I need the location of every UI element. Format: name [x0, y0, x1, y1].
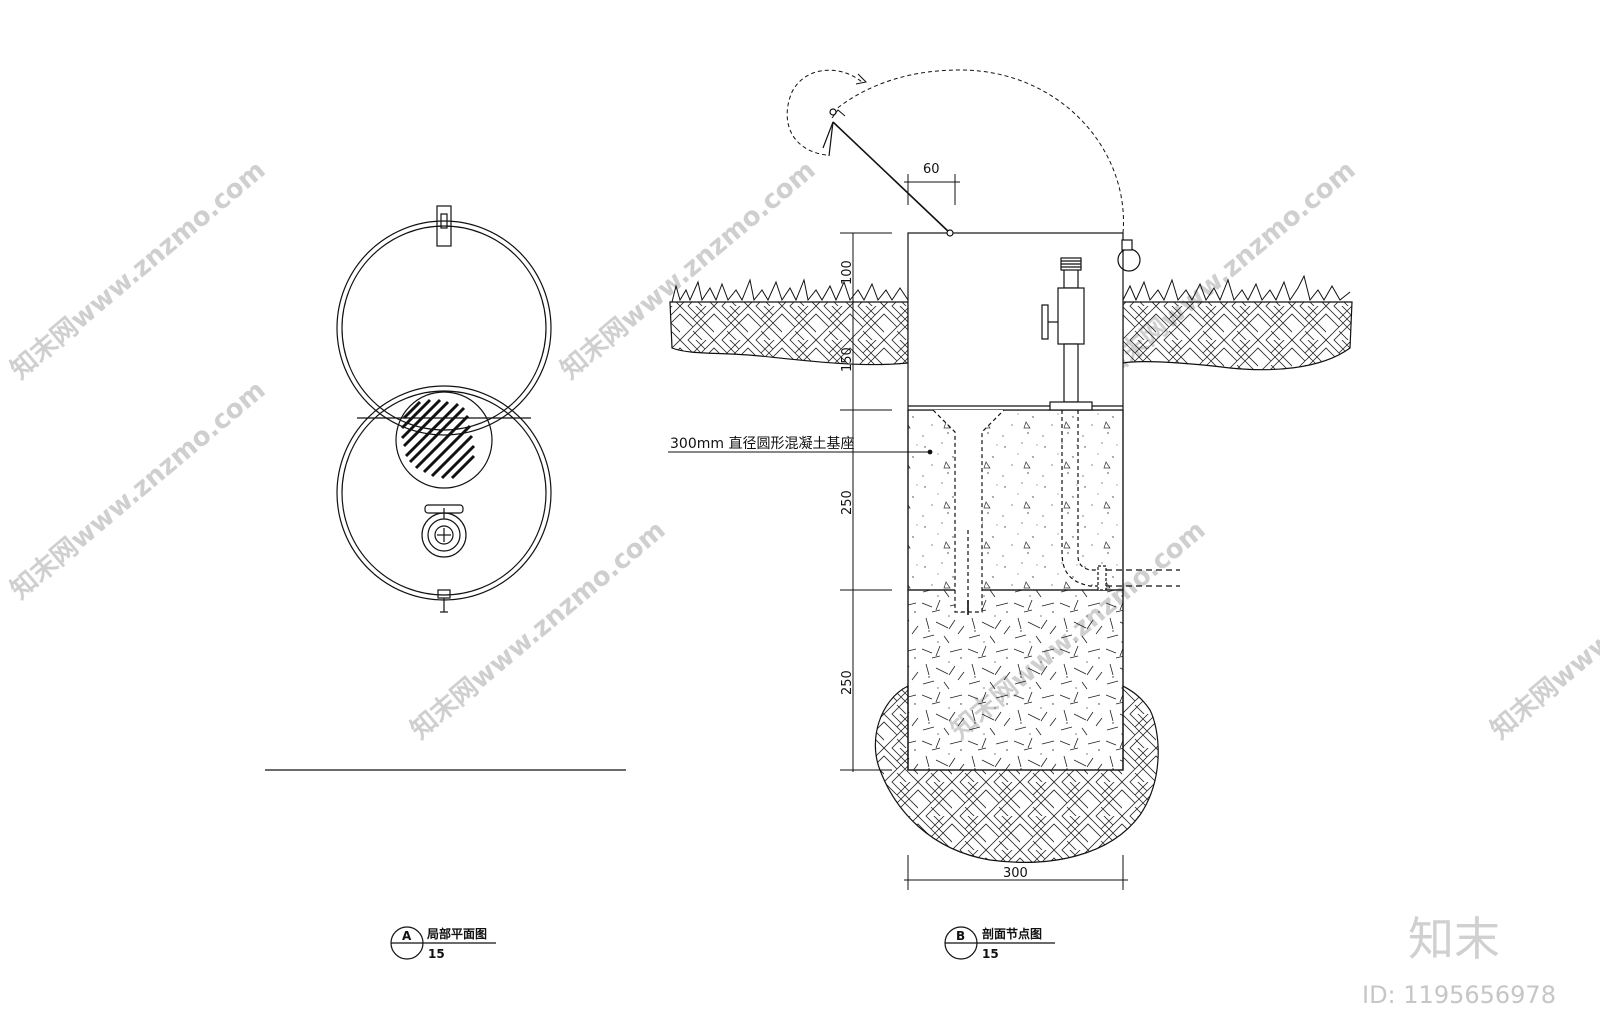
soil-right — [1122, 301, 1353, 371]
valve-box — [907, 232, 1124, 411]
valve-icon — [421, 504, 467, 558]
riser-pipe — [1063, 267, 1079, 289]
dim-100: 100 — [840, 260, 855, 285]
brand-id: ID: 1195656978 — [1362, 981, 1556, 1009]
section-view: 60 100 150 250 250 300 — [668, 69, 1353, 890]
brand-watermark: 知末 — [1408, 912, 1500, 966]
dim-150: 150 — [840, 347, 855, 372]
section-title: 剖面节点图 — [982, 926, 1042, 941]
dim-lid-offset: 60 — [923, 162, 940, 177]
watermark-text: 知末网www.znzmo.com — [5, 375, 271, 605]
soil-bottom — [874, 684, 1159, 863]
watermark-text: 知末网www.znzmo.com — [5, 155, 271, 385]
gravel-fill — [907, 589, 1124, 771]
plan-title: 局部平面图 — [427, 926, 487, 941]
latch-tab — [437, 589, 451, 599]
plan-tag: A — [402, 929, 412, 943]
section-scale: 15 — [982, 947, 999, 961]
dim-width: 300 — [1003, 866, 1028, 881]
section-tag: B — [956, 929, 965, 943]
plan-scale: 15 — [428, 947, 445, 961]
drain-grate-icon — [395, 391, 493, 489]
valve-handle — [1041, 304, 1049, 340]
soil-left — [669, 301, 909, 366]
lid-swing-arc — [834, 69, 1124, 234]
dim-250-upper: 250 — [840, 490, 855, 515]
open-lid-circle — [336, 220, 552, 436]
open-lid — [832, 121, 951, 234]
section-title-block: B 剖面节点图 15 — [944, 926, 1055, 961]
concrete-base — [907, 409, 1124, 591]
dim-250-lower: 250 — [840, 670, 855, 695]
grass-left — [671, 278, 909, 303]
grass-right — [1122, 274, 1351, 302]
watermark-text: 知末网www.znzmo.com — [405, 515, 671, 745]
plan-view — [265, 205, 626, 771]
supply-pipe — [1061, 410, 1098, 587]
plan-title-block: A 局部平面图 15 — [390, 926, 496, 961]
concrete-base-callout: 300mm 直径圆形混凝土基座 — [670, 435, 854, 452]
watermark-text: 知末网www.znzmo.com — [1485, 515, 1600, 745]
